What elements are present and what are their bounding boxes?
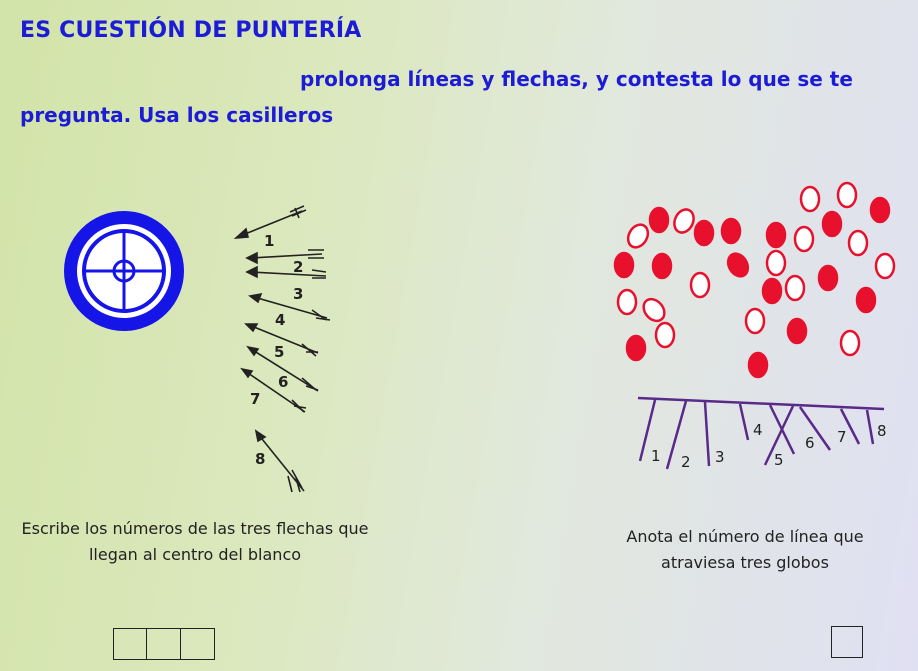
line-5 [763,405,795,466]
target-icon [64,211,184,331]
answer-box-3[interactable] [181,628,215,660]
arrow-label-3: 3 [293,285,303,303]
arrow-label-4: 4 [275,311,285,329]
line-label-8: 8 [877,422,887,440]
arrow-label-6: 6 [278,373,288,391]
line-8 [865,409,875,445]
arrow-8-icon [254,429,305,493]
line-7 [839,408,861,445]
line-1 [638,399,657,462]
answer-box-2[interactable] [147,628,181,660]
arrow-4-icon [244,323,319,357]
arrow-labels: 1 2 3 4 5 6 7 8 [250,232,303,468]
page-title: ES CUESTIÓN DE PUNTERÍA [20,18,362,43]
question-left: Escribe los números de las tres flechas … [21,519,369,564]
answer-boxes-right [831,626,863,658]
line-labels: 1 2 3 4 5 6 7 8 [651,421,887,471]
instructions-line-1: prolonga líneas y flechas, y contesta lo… [300,67,853,91]
arrow-1-icon [233,205,307,239]
line-label-7: 7 [837,428,847,446]
line-6 [798,406,832,451]
balloons-group [613,181,896,379]
arrow-label-8: 8 [255,450,265,468]
line-label-4: 4 [753,421,763,439]
line-3 [703,401,711,467]
arrow-2-icon [245,249,327,279]
line-label-1: 1 [651,447,661,465]
line-5b [768,404,796,455]
line-4 [738,403,750,441]
arrow-3-icon [248,292,331,321]
arrow-label-1: 1 [264,232,274,250]
arrow-label-5: 5 [274,343,284,361]
line-2 [665,400,688,470]
arrow-5-icon [246,345,319,392]
arrows-group [233,205,331,493]
arrow-label-2: 2 [293,258,303,276]
line-label-6: 6 [805,434,815,452]
line-label-2: 2 [681,453,691,471]
line-label-5: 5 [774,451,784,469]
arrow-label-7: 7 [250,390,260,408]
instructions-line-2: pregunta. Usa los casilleros [20,103,334,127]
arrow-6-icon [240,367,307,413]
answer-box-1[interactable] [113,628,147,660]
lines-group [637,396,885,470]
line-label-3: 3 [715,448,725,466]
answer-boxes-left [113,628,215,660]
answer-box-line[interactable] [831,626,863,658]
question-right: Anota el número de línea que atraviesa t… [626,527,864,572]
